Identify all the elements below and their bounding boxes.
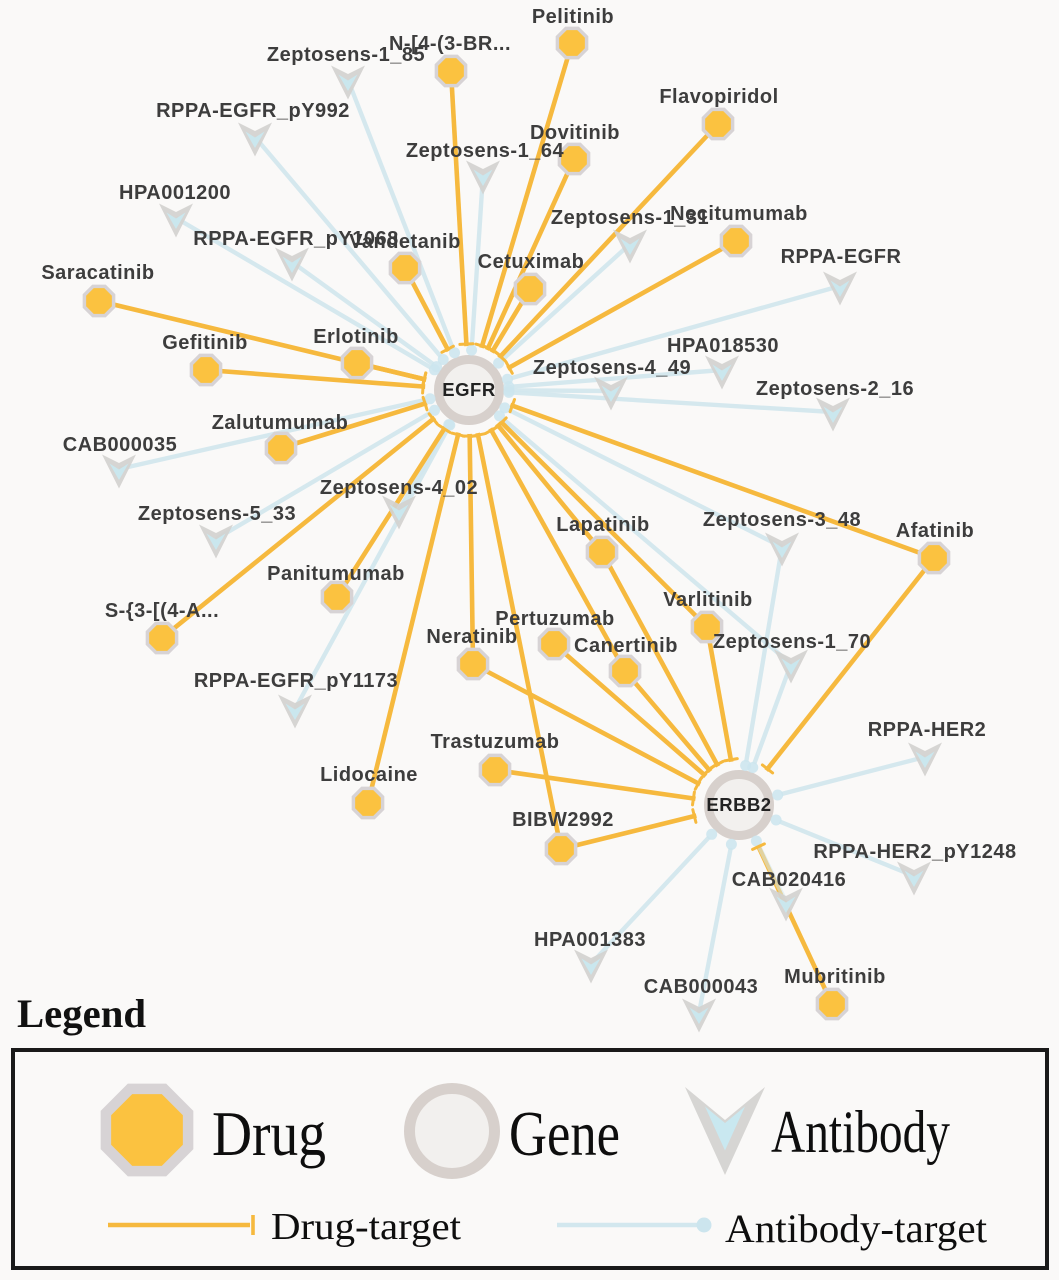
svg-text:Vandetanib: Vandetanib — [349, 231, 461, 253]
svg-text:HPA018530: HPA018530 — [667, 335, 779, 357]
svg-text:RPPA-EGFR_pY992: RPPA-EGFR_pY992 — [156, 100, 350, 122]
svg-text:Trastuzumab: Trastuzumab — [431, 731, 560, 753]
svg-text:Varlitinib: Varlitinib — [663, 589, 752, 611]
svg-text:Zeptosens-1_31: Zeptosens-1_31 — [551, 207, 709, 229]
svg-text:RPPA-HER2: RPPA-HER2 — [868, 719, 987, 741]
svg-text:RPPA-EGFR: RPPA-EGFR — [781, 246, 902, 268]
svg-text:S-{3-[(4-A...: S-{3-[(4-A... — [105, 600, 219, 622]
svg-text:Zeptosens-5_33: Zeptosens-5_33 — [138, 503, 296, 525]
svg-text:Antibody-target: Antibody-target — [725, 1206, 987, 1251]
svg-text:Dovitinib: Dovitinib — [530, 122, 620, 144]
svg-text:Flavopiridol: Flavopiridol — [659, 86, 778, 108]
svg-text:Legend: Legend — [17, 991, 146, 1036]
svg-text:RPPA-HER2_pY1248: RPPA-HER2_pY1248 — [813, 841, 1016, 863]
svg-text:Zeptosens-4_49: Zeptosens-4_49 — [533, 357, 691, 379]
svg-text:Gefitinib: Gefitinib — [162, 332, 248, 354]
svg-text:Zeptosens-3_48: Zeptosens-3_48 — [703, 509, 861, 531]
svg-text:Drug: Drug — [212, 1099, 326, 1169]
svg-text:Mubritinib: Mubritinib — [784, 966, 886, 988]
svg-text:Canertinib: Canertinib — [574, 635, 678, 657]
svg-text:Lapatinib: Lapatinib — [556, 514, 649, 536]
svg-text:ERBB2: ERBB2 — [706, 794, 771, 815]
svg-text:Saracatinib: Saracatinib — [41, 262, 154, 284]
svg-text:Lidocaine: Lidocaine — [320, 764, 418, 786]
svg-text:BIBW2992: BIBW2992 — [512, 809, 614, 831]
svg-text:Panitumumab: Panitumumab — [267, 563, 405, 585]
svg-text:Zeptosens-2_16: Zeptosens-2_16 — [756, 378, 914, 400]
svg-text:EGFR: EGFR — [442, 379, 495, 400]
svg-text:Zeptosens-1_64: Zeptosens-1_64 — [406, 140, 565, 162]
svg-text:Necitumumab: Necitumumab — [670, 203, 808, 225]
svg-text:CAB020416: CAB020416 — [732, 869, 847, 891]
svg-text:Drug-target: Drug-target — [271, 1206, 461, 1248]
svg-text:Pertuzumab: Pertuzumab — [495, 608, 614, 630]
svg-text:Cetuximab: Cetuximab — [478, 251, 585, 273]
svg-text:Zeptosens-1_70: Zeptosens-1_70 — [713, 631, 871, 653]
svg-text:RPPA-EGFR_pY1173: RPPA-EGFR_pY1173 — [194, 670, 398, 692]
svg-text:CAB000043: CAB000043 — [644, 976, 759, 998]
svg-text:Erlotinib: Erlotinib — [313, 326, 399, 348]
svg-text:N-[4-(3-BR...: N-[4-(3-BR... — [389, 33, 511, 55]
svg-text:CAB000035: CAB000035 — [63, 434, 178, 456]
svg-text:Zeptosens-4_02: Zeptosens-4_02 — [320, 477, 478, 499]
svg-text:Neratinib: Neratinib — [426, 626, 517, 648]
svg-text:Afatinib: Afatinib — [896, 520, 974, 542]
svg-text:HPA001200: HPA001200 — [119, 182, 231, 204]
svg-text:Zeptosens-1_85: Zeptosens-1_85 — [267, 44, 425, 66]
svg-text:Antibody: Antibody — [771, 1099, 950, 1165]
svg-text:Gene: Gene — [509, 1099, 620, 1169]
svg-text:HPA001383: HPA001383 — [534, 929, 646, 951]
svg-text:RPPA-EGFR_pY1068: RPPA-EGFR_pY1068 — [193, 228, 398, 250]
svg-text:Zalutumumab: Zalutumumab — [212, 412, 349, 434]
svg-text:Pelitinib: Pelitinib — [532, 6, 614, 28]
